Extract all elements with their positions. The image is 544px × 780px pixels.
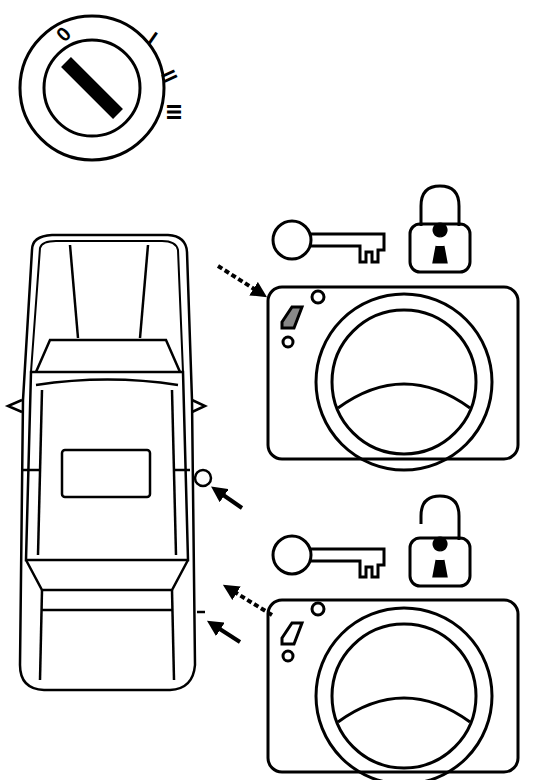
- closed-padlock: [410, 186, 470, 272]
- car-top-view: [8, 235, 211, 690]
- fuel-flap-panel-locked: [268, 287, 518, 470]
- pointer-arrows: [212, 266, 272, 642]
- switch-position-mark: I: [145, 28, 161, 48]
- switch-position-mark: 0: [53, 23, 75, 45]
- lock-key-icon: [273, 221, 384, 262]
- open-padlock: [410, 496, 470, 586]
- fuel-flap-panel-unlocked: [268, 600, 518, 780]
- ignition-switch: [20, 16, 164, 160]
- unlock-key-icon: [273, 536, 384, 577]
- switch-position-mark: III: [164, 104, 184, 121]
